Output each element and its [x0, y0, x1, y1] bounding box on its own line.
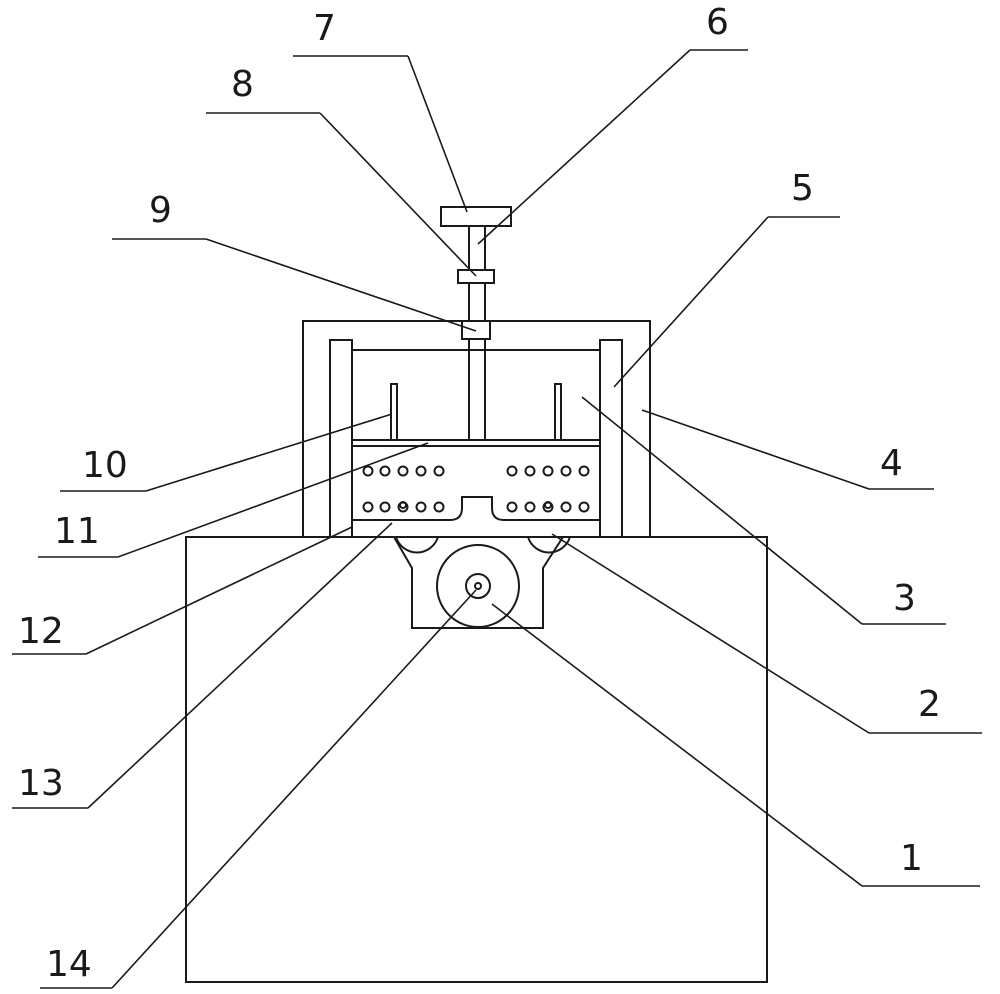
label-13: 13 [18, 763, 64, 804]
lower-block-outline [352, 496, 600, 521]
marker-left [399, 501, 407, 509]
label-4: 4 [880, 443, 903, 484]
hole-row-left-2 [362, 501, 445, 513]
label-5: 5 [791, 168, 814, 209]
hole-row-right-1 [506, 465, 590, 477]
right-roller [527, 536, 571, 554]
label-1: 1 [900, 838, 923, 879]
label-8: 8 [231, 64, 254, 105]
marker-right [544, 501, 552, 509]
handle-top [440, 206, 512, 227]
leader-lines [12, 49, 982, 989]
label-12: 12 [18, 611, 64, 652]
label-11: 11 [54, 511, 100, 552]
wheel-axle [474, 582, 482, 590]
left-roller [395, 536, 439, 554]
label-14: 14 [46, 944, 92, 985]
base-box [185, 536, 768, 983]
label-6: 6 [706, 2, 729, 43]
label-2: 2 [918, 684, 941, 725]
label-3: 3 [893, 578, 916, 619]
left-post [329, 339, 353, 538]
motor-housing [393, 536, 564, 629]
right-post [599, 339, 623, 538]
bearing-seat [461, 320, 491, 340]
right-pin [554, 383, 562, 441]
label-9: 9 [149, 190, 172, 231]
nut [457, 269, 495, 284]
wheel-hub [465, 573, 491, 599]
left-pin [390, 383, 398, 441]
drive-wheel [436, 544, 520, 628]
label-7: 7 [313, 8, 336, 49]
hole-row-left-1 [362, 465, 445, 477]
label-10: 10 [82, 445, 128, 486]
outer-frame [302, 320, 651, 537]
